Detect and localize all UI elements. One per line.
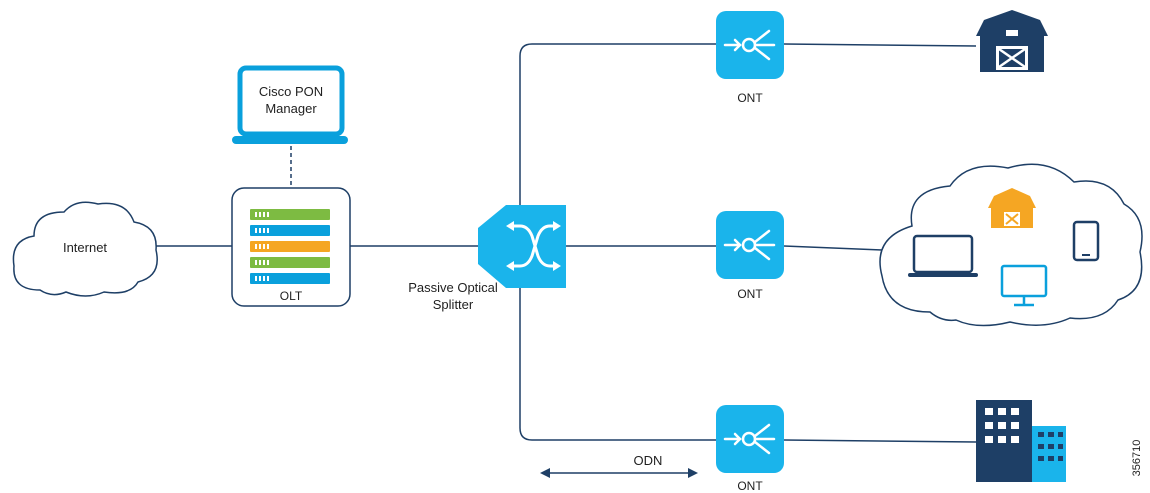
laptop-icon — [908, 234, 978, 277]
ont-top: ONT — [716, 11, 784, 105]
home-network — [879, 163, 1143, 327]
link-splitter-ont-bottom — [519, 288, 718, 441]
internet-cloud: Internet — [12, 201, 158, 297]
olt-rack-icon — [250, 209, 330, 284]
link-ont-bottom-building — [783, 439, 977, 443]
figure-id: 356710 — [1131, 440, 1143, 477]
ont-bottom: ONT — [716, 405, 784, 493]
office-building-icon — [976, 400, 1066, 482]
ont-icon — [716, 11, 784, 79]
olt-label: OLT — [280, 289, 303, 303]
manager-label-line1: Cisco PON — [259, 84, 323, 99]
olt-node: OLT — [231, 187, 351, 307]
splitter-label-line1: Passive Optical — [408, 280, 498, 295]
laptop-icon — [232, 65, 348, 144]
link-ont-middle-home — [783, 245, 883, 251]
splitter-node: Passive Optical Splitter — [408, 205, 566, 312]
ont-middle-label: ONT — [737, 287, 763, 301]
link-splitter-ont-top — [519, 43, 718, 205]
ont-icon — [716, 211, 784, 279]
splitter-icon — [478, 205, 566, 288]
pon-manager: Cisco PON Manager — [232, 65, 348, 144]
connection-lines — [155, 43, 977, 443]
ont-top-label: ONT — [737, 91, 763, 105]
ont-icon — [716, 405, 784, 473]
ont-bottom-label: ONT — [737, 479, 763, 493]
internet-label: Internet — [63, 240, 107, 255]
splitter-label-line2: Splitter — [433, 297, 474, 312]
link-ont-top-house — [783, 43, 977, 47]
home-network-cloud-icon — [879, 163, 1143, 327]
tablet-icon — [1072, 220, 1100, 262]
odn-label: ODN — [634, 453, 663, 468]
monitor-icon — [1000, 264, 1048, 307]
barn-house-icon — [976, 10, 1048, 72]
manager-label-line2: Manager — [265, 101, 317, 116]
cloud-icon — [12, 201, 158, 297]
small-barn-icon — [988, 188, 1036, 228]
odn-indicator: ODN — [540, 453, 698, 478]
ont-middle: ONT — [716, 211, 784, 301]
